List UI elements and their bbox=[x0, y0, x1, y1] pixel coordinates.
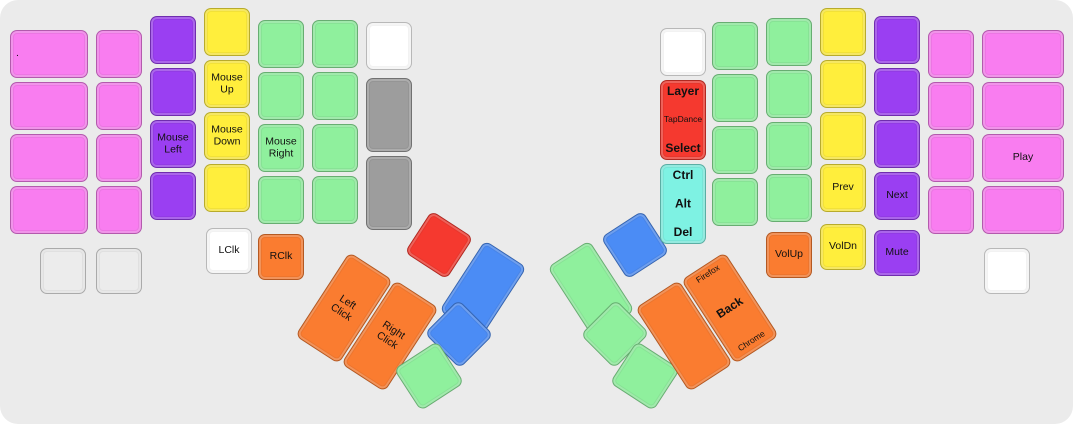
key-l-c6-r4[interactable] bbox=[312, 176, 358, 224]
key-l-c5-r1[interactable] bbox=[258, 20, 304, 68]
key-mouse-up[interactable]: Mouse Up bbox=[204, 60, 250, 108]
key-r-c3-r4[interactable] bbox=[766, 174, 812, 222]
key-label: Mouse Right bbox=[265, 135, 297, 159]
key-label: LClk bbox=[218, 244, 240, 257]
key-label: RClk bbox=[269, 250, 293, 263]
key-label: VolDn bbox=[828, 240, 858, 253]
key-l-c7-r2[interactable] bbox=[366, 78, 412, 152]
key-lclk[interactable]: LClk bbox=[206, 228, 252, 274]
key-label: Prev bbox=[832, 181, 854, 194]
key-r-c4-r2[interactable] bbox=[820, 60, 866, 108]
key-l-c2-r3[interactable] bbox=[96, 134, 142, 182]
key-l-c1-r1[interactable]: . bbox=[10, 30, 88, 78]
key-l-c1-r4[interactable] bbox=[10, 186, 88, 234]
key-l-c1-r2[interactable] bbox=[10, 82, 88, 130]
key-r-c7-r1[interactable] bbox=[982, 30, 1064, 78]
key-l-c4-r4[interactable] bbox=[204, 164, 250, 212]
key-mouse-down[interactable]: Mouse Down bbox=[204, 112, 250, 160]
key-r-c6-r3[interactable] bbox=[928, 134, 974, 182]
key-r-c2-r1[interactable] bbox=[712, 22, 758, 70]
key-l-thumb-red[interactable] bbox=[404, 210, 474, 280]
key-r-bottom-1[interactable] bbox=[984, 248, 1030, 294]
key-label: Ctrl bbox=[672, 168, 694, 182]
key-label: Layer bbox=[666, 84, 700, 98]
key-label: Play bbox=[1012, 151, 1034, 164]
key-label: Select bbox=[665, 140, 701, 155]
key-l-c6-r3[interactable] bbox=[312, 124, 358, 172]
key-l-c2-r1[interactable] bbox=[96, 30, 142, 78]
key-l-c3-r1[interactable] bbox=[150, 16, 196, 64]
key-r-c7-r4[interactable] bbox=[982, 186, 1064, 234]
key-label: Back bbox=[713, 293, 746, 322]
key-r-c7-r2[interactable] bbox=[982, 82, 1064, 130]
key-label: Del bbox=[673, 224, 693, 239]
key-label: Mute bbox=[885, 246, 909, 259]
key-l-c3-r4[interactable] bbox=[150, 172, 196, 220]
key-mouse-left[interactable]: Mouse Left bbox=[150, 120, 196, 168]
key-r-c2-r3[interactable] bbox=[712, 126, 758, 174]
key-r-c4-r3[interactable] bbox=[820, 112, 866, 160]
key-l-c2-r4[interactable] bbox=[96, 186, 142, 234]
key-label: Alt bbox=[675, 196, 691, 211]
key-rclk[interactable]: RClk bbox=[258, 234, 304, 280]
key-r-c1-r1[interactable] bbox=[660, 28, 706, 76]
key-r-c5-r2[interactable] bbox=[874, 68, 920, 116]
key-label: Right Click bbox=[374, 318, 408, 352]
key-l-bottom-1[interactable] bbox=[40, 248, 86, 294]
key-l-c6-r2[interactable] bbox=[312, 72, 358, 120]
key-label: Firefox bbox=[694, 262, 722, 285]
key-l-c7-r1[interactable] bbox=[366, 22, 412, 70]
key-label: TapDance bbox=[663, 114, 703, 125]
key-r-c5-r3[interactable] bbox=[874, 120, 920, 168]
key-next[interactable]: Next bbox=[874, 172, 920, 220]
key-label: Mouse Down bbox=[211, 123, 243, 147]
key-l-c5-r2[interactable] bbox=[258, 72, 304, 120]
key-label: VolUp bbox=[774, 248, 804, 261]
key-label: Mouse Left bbox=[157, 131, 189, 155]
key-r-c6-r4[interactable] bbox=[928, 186, 974, 234]
key-r-c6-r2[interactable] bbox=[928, 82, 974, 130]
key-r-c3-r1[interactable] bbox=[766, 18, 812, 66]
key-r-c5-r1[interactable] bbox=[874, 16, 920, 64]
key-r-c6-r1[interactable] bbox=[928, 30, 974, 78]
key-play[interactable]: Play bbox=[982, 134, 1064, 182]
key-l-c7-r3[interactable] bbox=[366, 156, 412, 230]
key-l-c1-r3[interactable] bbox=[10, 134, 88, 182]
key-r-c2-r4[interactable] bbox=[712, 178, 758, 226]
key-label: Chrome bbox=[736, 328, 767, 354]
key-mouse-right[interactable]: Mouse Right bbox=[258, 124, 304, 172]
key-l-c2-r2[interactable] bbox=[96, 82, 142, 130]
key-prev[interactable]: Prev bbox=[820, 164, 866, 212]
key-r-c4-r1[interactable] bbox=[820, 8, 866, 56]
key-l-c5-r4[interactable] bbox=[258, 176, 304, 224]
key-r-c3-r3[interactable] bbox=[766, 122, 812, 170]
key-label: . bbox=[16, 47, 19, 60]
key-vol-up[interactable]: VolUp bbox=[766, 232, 812, 278]
key-r-c3-r2[interactable] bbox=[766, 70, 812, 118]
key-l-c6-r1[interactable] bbox=[312, 20, 358, 68]
key-l-bottom-2[interactable] bbox=[96, 248, 142, 294]
key-l-c4-r1[interactable] bbox=[204, 8, 250, 56]
key-vol-dn[interactable]: VolDn bbox=[820, 224, 866, 270]
key-mute[interactable]: Mute bbox=[874, 230, 920, 276]
key-label: Next bbox=[886, 189, 908, 202]
key-l-c3-r2[interactable] bbox=[150, 68, 196, 116]
key-label: Left Click bbox=[328, 292, 359, 324]
key-r-c2-r2[interactable] bbox=[712, 74, 758, 122]
key-label: Mouse Up bbox=[211, 71, 243, 95]
